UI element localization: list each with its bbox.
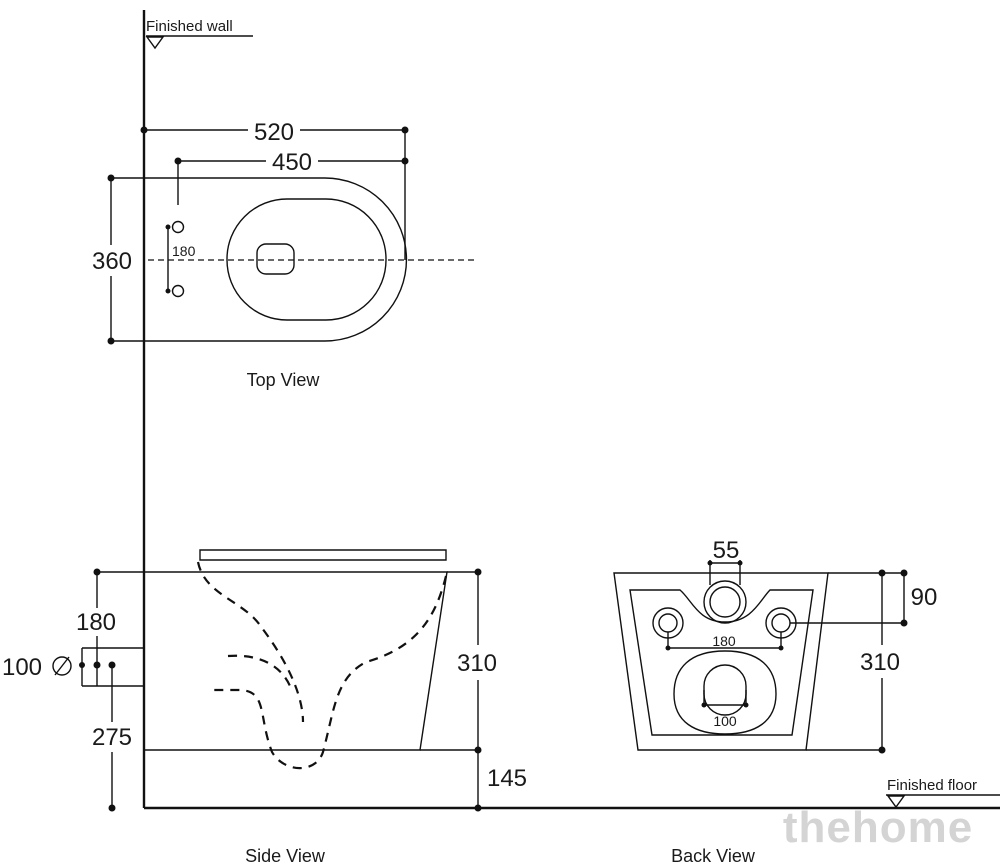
dim-top-bolt-spacing: 180	[172, 243, 196, 259]
dim-back-inlet-height: 90	[911, 584, 938, 611]
wall-and-floor: Finished wall Finished floor	[142, 10, 1000, 810]
top-view-outline	[144, 177, 408, 342]
top-view-outlet	[256, 243, 295, 275]
back-view-inlet-outer	[703, 580, 747, 624]
side-view-caption: Side View	[245, 846, 326, 866]
side-view-seat	[199, 549, 447, 561]
dim-top-depth: 360	[92, 248, 132, 275]
dim-side-height: 310	[457, 650, 497, 677]
finished-floor-label: Finished floor	[887, 777, 977, 794]
back-view-inner-outline	[629, 589, 814, 736]
dim-top-width-bowl: 450	[272, 149, 312, 176]
dim-back-inlet: 55	[713, 537, 740, 564]
dim-back-outlet: 100	[713, 713, 737, 729]
diameter-icon	[52, 656, 72, 676]
side-view-trap-lower	[214, 575, 448, 770]
side-view-trap-upper	[196, 561, 305, 723]
back-view-inlet	[709, 586, 741, 618]
dim-side-pipe-diameter: 100	[2, 654, 42, 681]
top-view-bowl	[226, 198, 387, 321]
top-view-bolt-hole-upper	[171, 220, 185, 234]
dim-back-height: 310	[860, 649, 900, 676]
wall-level-marker	[145, 36, 165, 50]
side-view-trap-inner	[227, 654, 292, 687]
back-view-bolt-left	[658, 613, 678, 633]
back-view-bolt-right	[771, 613, 791, 633]
side-view: 310 145 180 100 275 Side View	[2, 549, 527, 866]
side-view-body	[144, 571, 448, 751]
dim-side-outlet-height: 275	[92, 724, 132, 751]
back-view-outlet	[703, 664, 747, 716]
floor-level-marker	[886, 795, 906, 809]
dim-top-width-total: 520	[254, 119, 294, 146]
back-view-outlet-outer	[673, 650, 777, 735]
dim-back-bolt-spacing: 180	[712, 633, 736, 649]
finished-wall-label: Finished wall	[146, 18, 233, 35]
top-view-caption: Top View	[247, 370, 321, 390]
back-view: 55 180 100 90 310 Back View	[613, 537, 938, 866]
dim-side-bolt-height: 180	[76, 609, 116, 636]
top-view-bolt-hole-lower	[171, 284, 185, 298]
watermark: thehome	[783, 803, 973, 852]
back-view-caption: Back View	[671, 846, 756, 866]
dim-side-floor-clearance: 145	[487, 765, 527, 792]
top-view: 520 450 360 180 Top View	[92, 119, 476, 390]
